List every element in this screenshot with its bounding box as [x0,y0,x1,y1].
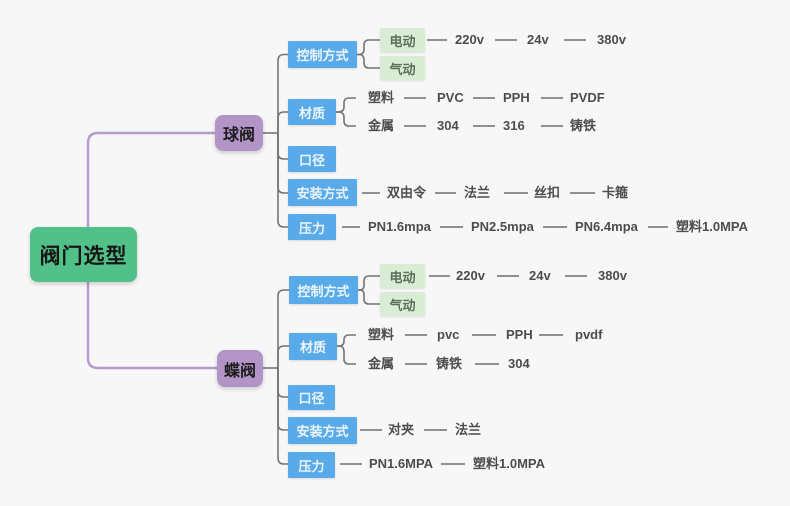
ball-metal-cast-iron[interactable]: 铸铁 [570,118,597,133]
butterfly-pressure-pn16[interactable]: PN1.6MPA [369,456,434,471]
ball-pressure-pn64[interactable]: PN6.4mpa [575,219,638,234]
gray-edges [263,39,380,465]
butterfly-plastic-pvc[interactable]: pvc [437,327,460,342]
ball-voltage-220v[interactable]: 220v [455,32,484,47]
ball-material[interactable]: 材质 [288,99,336,125]
ball-install-mode[interactable]: 安装方式 [288,179,357,206]
ball-voltage-24v[interactable]: 24v [527,32,549,47]
ball-plastic-pph[interactable]: PPH [503,90,530,105]
branch-ball-valve[interactable]: 球阀 [215,115,263,151]
ball-electric[interactable]: 电动 [380,28,425,52]
butterfly-material-plastic[interactable]: 塑料 [368,327,395,342]
butterfly-pneumatic[interactable]: 气动 [380,292,425,316]
butterfly-install-wafer[interactable]: 对夹 [388,422,415,437]
butterfly-electric[interactable]: 电动 [380,264,425,288]
butterfly-plastic-pph[interactable]: PPH [506,327,533,342]
ball-pressure-plastic10[interactable]: 塑料1.0MPA [676,219,748,234]
ball-pressure[interactable]: 压力 [288,214,336,240]
butterfly-voltage-220v[interactable]: 220v [456,268,485,283]
ball-pressure-pn16[interactable]: PN1.6mpa [368,219,431,234]
butterfly-pressure[interactable]: 压力 [288,452,335,478]
branch-butterfly-valve[interactable]: 蝶阀 [217,350,263,387]
ball-control-mode[interactable]: 控制方式 [288,41,357,68]
butterfly-install-mode[interactable]: 安装方式 [288,417,357,444]
butterfly-metal-304[interactable]: 304 [508,356,530,371]
ball-plastic-pvdf[interactable]: PVDF [570,90,605,105]
ball-diameter[interactable]: 口径 [288,146,336,172]
ball-install-clamp[interactable]: 卡箍 [602,185,629,200]
ball-install-thread[interactable]: 丝扣 [534,185,561,200]
leaf-segments [340,39,668,465]
ball-voltage-380v[interactable]: 380v [597,32,626,47]
ball-pneumatic[interactable]: 气动 [380,56,425,80]
ball-install-union[interactable]: 双由令 [387,185,427,200]
butterfly-control-mode[interactable]: 控制方式 [289,276,358,304]
butterfly-diameter[interactable]: 口径 [288,385,335,410]
ball-metal-316[interactable]: 316 [503,118,525,133]
butterfly-install-flange[interactable]: 法兰 [455,422,482,437]
butterfly-pressure-plastic10[interactable]: 塑料1.0MPA [473,456,545,471]
ball-material-plastic[interactable]: 塑料 [368,90,395,105]
root-node[interactable]: 阀门选型 [30,227,137,282]
ball-pressure-pn25[interactable]: PN2.5mpa [471,219,534,234]
ball-install-flange[interactable]: 法兰 [464,185,491,200]
butterfly-material-metal[interactable]: 金属 [368,356,395,371]
butterfly-material[interactable]: 材质 [289,333,337,360]
purple-edges [86,131,217,370]
butterfly-plastic-pvdf[interactable]: pvdf [575,327,603,342]
butterfly-voltage-380v[interactable]: 380v [598,268,627,283]
ball-material-metal[interactable]: 金属 [368,118,395,133]
ball-plastic-pvc[interactable]: PVC [437,90,464,105]
butterfly-metal-cast-iron[interactable]: 铸铁 [436,356,463,371]
ball-metal-304[interactable]: 304 [437,118,459,133]
butterfly-voltage-24v[interactable]: 24v [529,268,551,283]
